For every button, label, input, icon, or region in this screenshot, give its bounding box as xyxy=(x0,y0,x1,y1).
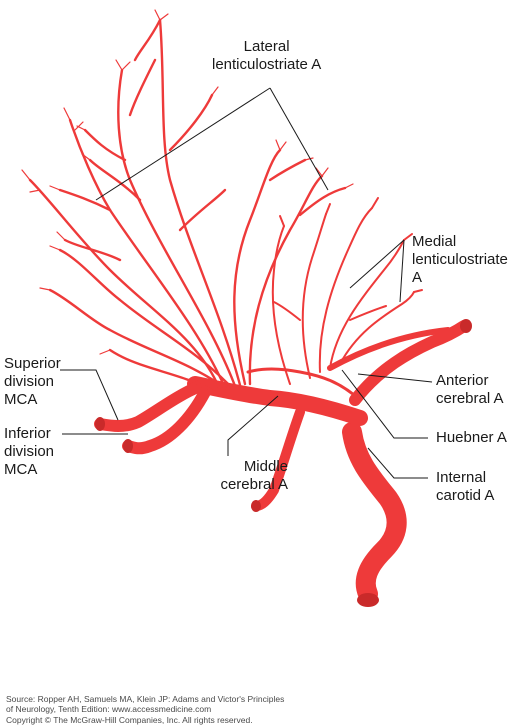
source-line-1: Source: Ropper AH, Samuels MA, Klein JP:… xyxy=(6,694,285,704)
leader-medial-left xyxy=(349,239,405,289)
leader-lateral-left xyxy=(95,87,271,201)
anterior-cerebral-cut-end xyxy=(460,319,472,333)
anterior-cerebral-artery xyxy=(349,320,470,406)
label-middle-cerebral: Middle cerebral A xyxy=(220,458,288,493)
inferior-division-cut-end xyxy=(123,439,133,453)
vessel-tree xyxy=(21,9,472,607)
label-superior-division: Superior division MCA xyxy=(4,355,61,408)
internal-carotid-artery xyxy=(342,422,407,604)
leader-internal-carotid xyxy=(367,447,428,479)
leader-medial-right xyxy=(399,239,405,303)
inferior-division-branch xyxy=(122,386,211,455)
label-lateral-lenticulostriate: Lateral lenticulostriate A xyxy=(212,38,322,73)
medial-lenticulostriate-branches xyxy=(271,197,423,385)
label-huebner: Huebner A xyxy=(436,429,507,446)
middle-cerebral-artery xyxy=(187,376,368,426)
lateral-lenticulostriate-branches xyxy=(28,18,347,394)
label-anterior-cerebral: Anterior cerebral A xyxy=(436,372,504,407)
anterior-cerebral-upper xyxy=(327,327,451,371)
source-line-2: of Neurology, Tenth Edition: www.accessm… xyxy=(6,704,212,714)
mca-lower-branch xyxy=(251,407,305,511)
fine-vessel-twigs xyxy=(21,9,354,355)
leader-superior-division xyxy=(60,369,119,421)
copyright-notice: Copyright © The McGraw-Hill Companies, I… xyxy=(6,715,253,725)
middle-cerebral-cut-end xyxy=(251,500,261,512)
huebner-artery xyxy=(246,367,362,402)
leader-huebner xyxy=(341,369,428,439)
leader-lateral-right xyxy=(269,87,329,191)
superior-division-cut-end xyxy=(95,417,105,431)
leader-lines xyxy=(60,87,433,479)
superior-division-branch xyxy=(94,380,206,432)
label-inferior-division: Inferior division MCA xyxy=(4,425,55,478)
leader-middle-cerebral xyxy=(227,395,279,456)
source-citation: Source: Ropper AH, Samuels MA, Klein JP:… xyxy=(6,694,284,714)
leader-anterior-cerebral xyxy=(357,373,433,383)
label-medial-lenticulostriate: Medial lenticulostriate A xyxy=(412,233,508,286)
internal-carotid-cut-end xyxy=(357,593,379,607)
label-internal-carotid: Internal carotid A xyxy=(436,469,495,504)
